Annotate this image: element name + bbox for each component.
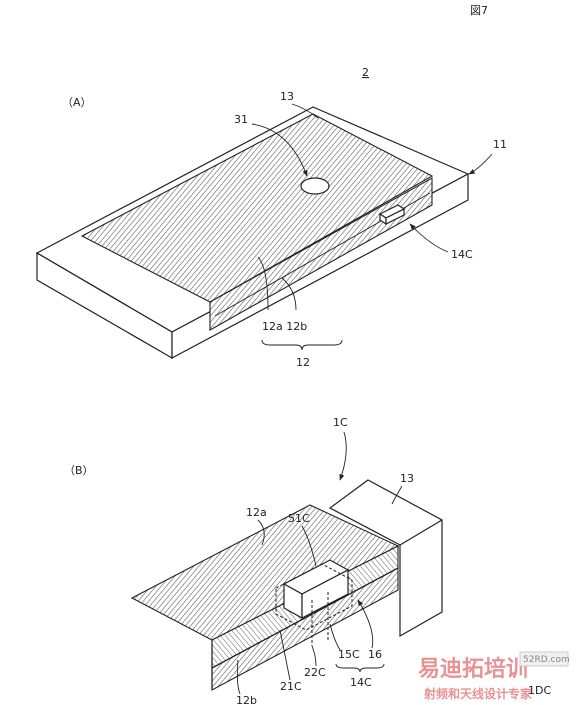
callout-a-11: 11	[493, 138, 507, 151]
hole-31	[300, 177, 330, 195]
watermark-subtitle: 射频和天线设计专家	[423, 686, 533, 701]
callout-a-12a-12b: 12a 12b	[262, 320, 307, 333]
electrode-top	[80, 113, 434, 303]
callout-b-51c: 51C	[288, 512, 310, 525]
callout-b-14c: 14C	[350, 676, 372, 689]
callout-b-16: 16	[368, 648, 382, 661]
panel-b-drawing	[130, 479, 443, 691]
electrode-side	[209, 177, 433, 331]
callout-a-13: 13	[280, 90, 294, 103]
callout-b-21c: 21C	[280, 680, 302, 693]
watermark: 易迪拓培训 射频和天线设计专家 52RD.com	[418, 651, 570, 701]
callout-b-1dc: 1DC	[528, 684, 551, 697]
panel-a-drawing	[35, 106, 470, 360]
watermark-title: 易迪拓培训	[418, 656, 528, 682]
panel-a-label: （A）	[62, 96, 92, 109]
device-number: 2	[362, 66, 369, 79]
watermark-site: 52RD.com	[523, 655, 570, 665]
callout-b-22c: 22C	[304, 666, 326, 679]
callout-a-31: 31	[234, 113, 248, 126]
callout-b-1c: 1C	[333, 416, 348, 429]
callout-a-14c: 14C	[451, 248, 473, 261]
brace-12	[261, 339, 343, 351]
callout-b-13: 13	[400, 472, 414, 485]
brace-14c	[335, 663, 385, 673]
callout-b-12a: 12a	[246, 506, 267, 519]
dashed-conductor	[275, 563, 353, 631]
callout-b-12b: 12b	[236, 694, 257, 705]
figure-label: 図7	[470, 4, 488, 17]
callout-b-15c: 15C	[338, 648, 360, 661]
panel-b-label: （B）	[64, 464, 94, 477]
callout-a-12: 12	[296, 356, 310, 369]
